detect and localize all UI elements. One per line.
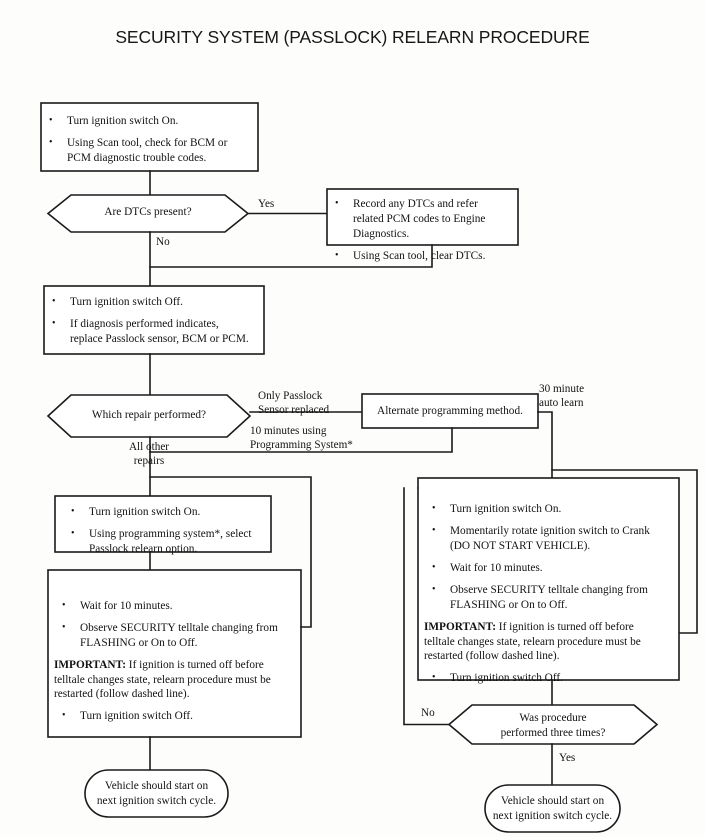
three-times-decision-label: Was procedure performed three times? <box>500 712 606 739</box>
list-item: •If diagnosis performed indicates, repla… <box>52 317 249 346</box>
bullet-icon: • <box>71 527 75 539</box>
list-item: •Turn ignition switch Off. <box>52 295 183 309</box>
alternate-method-label: Alternate programming method. <box>377 405 523 417</box>
edge-label-yes-three-times: Yes <box>559 752 576 764</box>
right-terminator-label: Vehicle should start on next ignition sw… <box>492 794 613 822</box>
important-note: IMPORTANT: If ignition is turned off bef… <box>424 620 667 664</box>
important-text: If ignition is turned off before telltal… <box>424 621 641 663</box>
page-title: SECURITY SYSTEM (PASSLOCK) RELEARN PROCE… <box>115 27 590 47</box>
bullet-icon: • <box>432 671 436 683</box>
alternate-method-box: Alternate programming method. <box>362 394 538 428</box>
list-item: •Turn ignition switch On. <box>432 502 562 516</box>
repair-box: •Turn ignition switch Off. •If diagnosis… <box>44 286 264 354</box>
bullet-icon: • <box>71 505 75 517</box>
list-item: •Using Scan tool, check for BCM or PCM d… <box>49 136 228 165</box>
bullet-icon: • <box>62 599 66 611</box>
list-item: •Turn ignition switch Off. <box>432 671 563 685</box>
edge-label-only-passlock: Only Passlock Sensor replaced <box>258 390 330 416</box>
list-item: •Using Scan tool, clear DTCs. <box>335 249 486 263</box>
three-times-decision: Was procedure performed three times? <box>449 711 657 740</box>
left-prog-box: •Turn ignition switch On. •Using program… <box>55 496 271 556</box>
bullet-icon: • <box>432 524 436 536</box>
edge-label-yes-dtc: Yes <box>258 198 275 210</box>
edge-label-ten-minutes: 10 minutes using Programming System* <box>250 425 353 451</box>
important-note: IMPORTANT: If ignition is turned off bef… <box>54 658 291 702</box>
list-item: •Using programming system*, select Passl… <box>71 527 252 556</box>
right-proc-box-shape <box>417 477 680 681</box>
bullet-icon: • <box>62 709 66 721</box>
repair-decision-label: Which repair performed? <box>91 409 207 421</box>
right-terminator: Vehicle should start on next ignition sw… <box>485 785 620 832</box>
bullet-icon: • <box>432 561 436 573</box>
list-item: •Turn ignition switch On. <box>49 114 179 128</box>
alternate-method-box-shape <box>361 393 539 429</box>
edge-label-auto-learn: 30 minute auto learn <box>539 383 585 409</box>
list-item: •Record any DTCs and refer related PCM c… <box>335 197 486 241</box>
left-terminator: Vehicle should start on next ignition sw… <box>85 770 228 817</box>
edge-label-no-three-times: No <box>421 707 435 719</box>
bullet-icon: • <box>432 583 436 595</box>
left-prog-box-shape <box>54 495 272 553</box>
edge-label-no-dtc: No <box>156 236 170 248</box>
list-item: •Observe SECURITY telltale changing from… <box>62 621 278 650</box>
important-text: If ignition is turned off before telltal… <box>54 659 271 701</box>
start-box: •Turn ignition switch On. •Using Scan to… <box>41 103 258 171</box>
list-item: •Turn ignition switch On. <box>71 505 201 519</box>
bullet-icon: • <box>335 197 339 209</box>
bullet-icon: • <box>335 249 339 261</box>
right-terminator-shape <box>484 784 621 833</box>
three-times-decision-shape <box>447 704 659 745</box>
dtc-record-box: •Record any DTCs and refer related PCM c… <box>327 189 518 263</box>
start-box-shape <box>40 102 259 172</box>
bullet-icon: • <box>62 621 66 633</box>
right-proc-box: •Turn ignition switch On. •Momentarily r… <box>418 478 679 685</box>
important-prefix: IMPORTANT: <box>54 659 126 672</box>
bullet-icon: • <box>49 114 53 126</box>
bullet-icon: • <box>49 136 53 148</box>
repair-box-shape <box>43 285 265 355</box>
list-item: •Wait for 10 minutes. <box>62 599 173 613</box>
left-terminator-shape <box>84 769 229 818</box>
left-terminator-label: Vehicle should start on next ignition sw… <box>96 779 217 807</box>
dtc-decision-label: Are DTCs present? <box>104 206 192 218</box>
dtc-record-box-shape <box>326 188 519 246</box>
edge-label-all-other-repairs: All other repairs <box>128 441 170 467</box>
important-prefix: IMPORTANT: <box>424 621 496 634</box>
list-item: •Momentarily rotate ignition switch to C… <box>432 524 650 553</box>
left-wait-box-shape <box>47 569 302 738</box>
list-item: •Observe SECURITY telltale changing from… <box>432 583 648 612</box>
list-item: •Turn ignition switch Off. <box>62 709 193 723</box>
bullet-icon: • <box>52 295 56 307</box>
bullet-icon: • <box>432 502 436 514</box>
list-item: •Wait for 10 minutes. <box>432 561 543 575</box>
bullet-icon: • <box>52 317 56 329</box>
left-wait-box: •Wait for 10 minutes. •Observe SECURITY … <box>48 570 301 737</box>
repair-decision-shape <box>46 394 252 438</box>
